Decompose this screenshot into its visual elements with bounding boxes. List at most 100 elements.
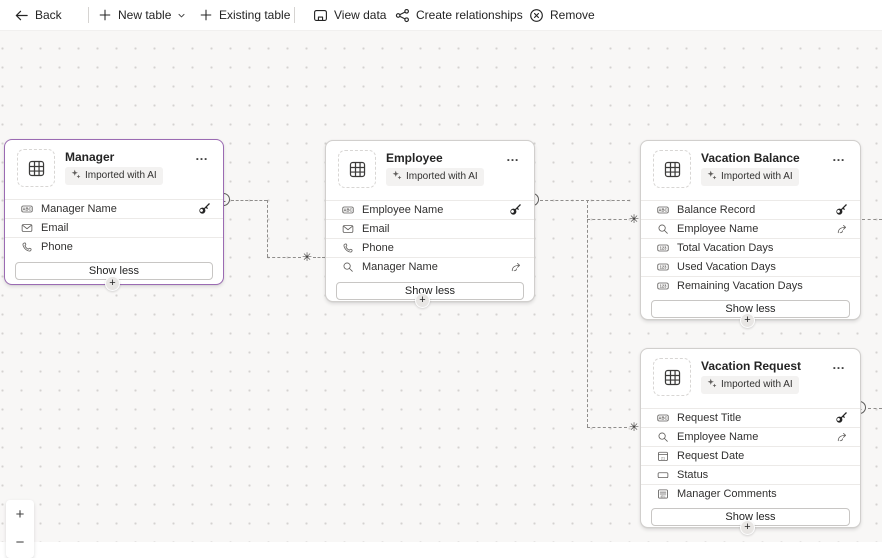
lookup-link-icon	[836, 431, 848, 443]
field-label: Request Title	[677, 411, 742, 424]
dismiss-circle-icon	[529, 8, 544, 23]
svg-text:ABC: ABC	[659, 208, 668, 213]
cardinality-many-marker: ✳	[301, 250, 313, 264]
svg-text:21: 21	[661, 456, 665, 460]
toolbar: Back New table Existing table View data …	[0, 0, 882, 31]
number-field-icon: 123	[657, 280, 669, 292]
zoom-in-button[interactable]: +	[15, 505, 25, 523]
field-label: Manager Name	[41, 202, 117, 215]
imported-with-ai-badge: Imported with AI	[701, 168, 799, 186]
field-row[interactable]: ABC Balance Record	[641, 200, 860, 219]
relationship-line	[313, 257, 325, 258]
field-label: Phone	[362, 241, 394, 254]
badge-label: Imported with AI	[85, 170, 157, 181]
add-field-button[interactable]: +	[740, 313, 755, 328]
sparkle-icon	[392, 170, 402, 184]
badge-label: Imported with AI	[721, 379, 793, 390]
text-field-icon: ABC	[342, 204, 354, 216]
create-relationships-button[interactable]: Create relationships	[395, 0, 523, 30]
toolbar-divider	[88, 7, 89, 23]
number-field-icon: 123	[657, 261, 669, 273]
field-row[interactable]: 123 Total Vacation Days	[641, 237, 860, 257]
add-field-button[interactable]: +	[105, 276, 120, 291]
new-table-button[interactable]: New table	[98, 0, 186, 30]
field-row[interactable]: Employee Name	[641, 426, 860, 446]
relationship-line	[862, 219, 882, 220]
key-icon	[835, 411, 848, 424]
data-window-icon	[313, 8, 328, 23]
field-row[interactable]: Email	[5, 217, 223, 237]
more-options-button[interactable]: …	[195, 148, 209, 163]
field-row[interactable]: Employee Name	[641, 218, 860, 238]
existing-table-label: Existing table	[219, 8, 291, 22]
view-data-button[interactable]: View data	[313, 0, 386, 30]
field-label: Balance Record	[677, 203, 756, 216]
lookup-field-icon	[657, 223, 669, 235]
show-less-button[interactable]: Show less	[336, 281, 524, 300]
svg-text:abc: abc	[660, 494, 665, 498]
relationship-line	[587, 200, 588, 427]
field-row[interactable]: Status	[641, 464, 860, 484]
relationship-line	[587, 427, 627, 428]
relationship-line	[231, 200, 267, 201]
sparkle-icon	[707, 170, 717, 184]
share-nodes-icon	[395, 8, 410, 23]
field-label: Email	[362, 222, 390, 235]
email-field-icon	[21, 222, 33, 234]
field-row[interactable]: ABC Manager Name	[5, 199, 223, 218]
relationship-line	[540, 200, 630, 201]
field-label: Manager Comments	[677, 487, 777, 500]
more-options-button[interactable]: …	[832, 357, 846, 372]
new-table-label: New table	[118, 8, 172, 22]
table-grid-icon	[17, 149, 55, 187]
svg-text:ABC: ABC	[659, 416, 668, 421]
cardinality-many-marker: ✳	[628, 212, 640, 226]
imported-with-ai-badge: Imported with AI	[701, 376, 799, 394]
field-label: Total Vacation Days	[677, 241, 774, 254]
table-grid-icon	[653, 358, 691, 396]
field-row[interactable]: Email	[326, 218, 534, 238]
lookup-link-icon	[510, 261, 522, 273]
field-row[interactable]: Phone	[326, 237, 534, 257]
number-field-icon: 123	[657, 242, 669, 254]
remove-button[interactable]: Remove	[529, 0, 595, 30]
table-grid-icon	[653, 150, 691, 188]
date-field-icon: 21	[657, 450, 669, 462]
cardinality-many-marker: ✳	[628, 420, 640, 434]
remove-label: Remove	[550, 8, 595, 22]
svg-text:ABC: ABC	[23, 207, 32, 212]
field-label: Employee Name	[677, 222, 759, 235]
imported-with-ai-badge: Imported with AI	[386, 168, 484, 186]
field-row[interactable]: Phone	[5, 236, 223, 256]
field-row[interactable]: ABC Request Title	[641, 408, 860, 427]
zoom-out-button[interactable]: −	[15, 533, 25, 551]
table-title: Vacation Request	[701, 359, 802, 373]
back-button[interactable]: Back	[14, 0, 62, 30]
svg-text:123: 123	[660, 283, 668, 288]
relationship-line	[267, 257, 301, 258]
key-icon	[835, 203, 848, 216]
add-field-button[interactable]: +	[415, 293, 430, 308]
field-row[interactable]: abc Manager Comments	[641, 483, 860, 503]
lookup-field-icon	[657, 431, 669, 443]
field-row[interactable]: Manager Name	[326, 256, 534, 276]
field-label: Email	[41, 221, 69, 234]
table-title: Employee	[386, 151, 443, 165]
choice-field-icon	[657, 469, 669, 481]
add-field-button[interactable]: +	[740, 520, 755, 535]
field-label: Remaining Vacation Days	[677, 279, 803, 292]
phone-field-icon	[342, 242, 354, 254]
existing-table-button[interactable]: Existing table	[199, 0, 290, 30]
field-row[interactable]: 123 Remaining Vacation Days	[641, 275, 860, 295]
imported-with-ai-badge: Imported with AI	[65, 167, 163, 185]
more-options-button[interactable]: …	[506, 149, 520, 164]
more-options-button[interactable]: …	[832, 149, 846, 164]
